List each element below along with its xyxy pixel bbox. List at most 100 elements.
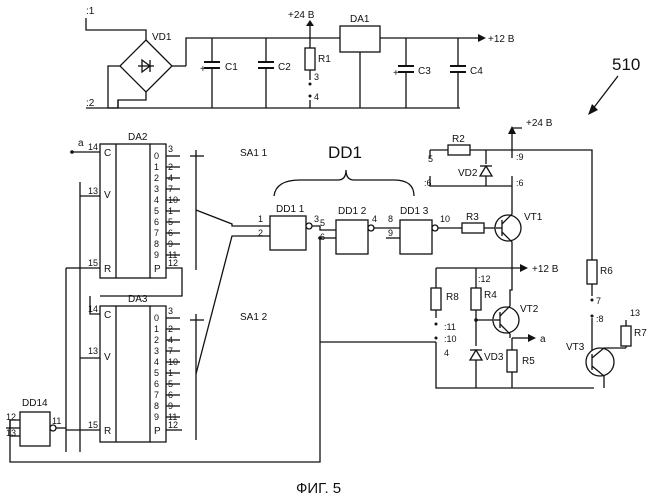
capacitor-c1: + C1 bbox=[200, 38, 238, 108]
output-stage-vt1: +24 В R2 5 :6 VD2 :9 :6 R3 VT1 bbox=[424, 118, 592, 268]
capacitor-c2: C2 bbox=[258, 38, 291, 108]
da3-output-labels: 012345678924710156911 bbox=[154, 313, 180, 422]
da3-outpin-1: 4 bbox=[168, 335, 173, 345]
figure-caption: ФИГ. 5 bbox=[296, 480, 341, 497]
svg-text:7: 7 bbox=[596, 296, 601, 306]
c1-label: C1 bbox=[225, 62, 238, 73]
da3-output-9: 9 bbox=[154, 412, 159, 422]
da2-output-labels: 012345678924710156911 bbox=[154, 151, 180, 260]
da3-output-2: 2 bbox=[154, 335, 159, 345]
da2-output-0: 0 bbox=[154, 151, 159, 161]
da2-output-8: 8 bbox=[154, 239, 159, 249]
da3-outpin-0: 2 bbox=[168, 324, 173, 334]
svg-text:15: 15 bbox=[88, 258, 98, 268]
svg-text:2: 2 bbox=[258, 228, 263, 238]
input-terminal-1: :1 bbox=[86, 6, 95, 17]
da3-output-3: 3 bbox=[154, 346, 159, 356]
svg-text:11: 11 bbox=[52, 416, 61, 426]
svg-text:5: 5 bbox=[320, 218, 325, 228]
output-stage-vt3: R6 7 :8 VT3 13 R7 bbox=[566, 250, 647, 388]
svg-text:13: 13 bbox=[630, 308, 640, 318]
da2-output-4: 4 bbox=[154, 195, 159, 205]
svg-text:15: 15 bbox=[88, 420, 98, 430]
r5-label: R5 bbox=[522, 356, 535, 367]
svg-text::10: :10 bbox=[444, 334, 457, 344]
da2-output-5: 5 bbox=[154, 206, 159, 216]
da2-outpin-5: 5 bbox=[168, 217, 173, 227]
switch-sa1: SA1 1 SA1 2 bbox=[190, 148, 270, 440]
plus12-label: +12 В bbox=[488, 34, 515, 45]
c2-label: C2 bbox=[278, 62, 291, 73]
resistor-r1: R1 3 4 +24 В bbox=[288, 10, 331, 108]
vd1-label: VD1 bbox=[152, 32, 172, 43]
da3-outpin-7: 9 bbox=[168, 401, 173, 411]
capacitor-c3: + C3 bbox=[393, 38, 431, 108]
da2-outpin-0: 2 bbox=[168, 162, 173, 172]
svg-text:14: 14 bbox=[88, 142, 98, 152]
svg-text:+: + bbox=[200, 64, 206, 75]
r7-label: R7 bbox=[634, 328, 647, 339]
logic-dd14: DD14 12 13 11 bbox=[6, 398, 66, 446]
svg-text:+: + bbox=[393, 68, 399, 79]
r1-label: R1 bbox=[318, 54, 331, 65]
svg-text:V: V bbox=[104, 352, 111, 363]
da2-outpin-1: 4 bbox=[168, 173, 173, 183]
r4-label: R4 bbox=[484, 290, 497, 301]
vt3-label: VT3 bbox=[566, 342, 585, 353]
sa11-label: SA1 1 bbox=[240, 148, 268, 159]
svg-text:P: P bbox=[154, 426, 161, 437]
da3-outpin-2: 7 bbox=[168, 346, 173, 356]
capacitor-c4: C4 bbox=[450, 38, 483, 108]
plus12-right-label: +12 В bbox=[532, 264, 559, 275]
da2-output-9: 9 bbox=[154, 250, 159, 260]
dd11-label: DD1 1 bbox=[276, 204, 305, 215]
da3-output-7: 7 bbox=[154, 390, 159, 400]
da3-output-4: 4 bbox=[154, 357, 159, 367]
da2-output-6: 6 bbox=[154, 217, 159, 227]
da3-outpin-3: 10 bbox=[168, 357, 178, 367]
plus24-label: +24 В bbox=[288, 10, 315, 21]
da3-output-1: 1 bbox=[154, 324, 159, 334]
svg-text:9: 9 bbox=[388, 228, 393, 238]
svg-text::11: :11 bbox=[444, 322, 456, 332]
r1-pin-3: 3 bbox=[314, 72, 319, 82]
sa12-label: SA1 2 bbox=[240, 312, 268, 323]
output-stage-vt2: +12 В :12 R8 :11 :10 4 R4 VT2 a bbox=[320, 264, 594, 388]
diode-bridge-vd1: VD1 bbox=[120, 32, 186, 92]
dd12-label: DD1 2 bbox=[338, 206, 367, 217]
svg-text:10: 10 bbox=[440, 214, 450, 224]
r3-label: R3 bbox=[466, 212, 479, 223]
da2-outpin-7: 9 bbox=[168, 239, 173, 249]
da2-output-1: 1 bbox=[154, 162, 159, 172]
da3-outpin-4: 1 bbox=[168, 368, 173, 378]
vt1-label: VT1 bbox=[524, 212, 543, 223]
svg-text:C: C bbox=[104, 148, 111, 159]
figure-reference: 510 bbox=[588, 55, 640, 115]
da3-label: DA3 bbox=[128, 294, 148, 305]
svg-text:R: R bbox=[104, 426, 111, 437]
output-a-label: a bbox=[540, 334, 546, 345]
svg-text:12: 12 bbox=[168, 258, 178, 268]
da2-outpin-4: 1 bbox=[168, 206, 173, 216]
svg-text:3: 3 bbox=[168, 306, 173, 316]
c4-label: C4 bbox=[470, 66, 483, 77]
svg-text::9: :9 bbox=[516, 152, 524, 162]
da2-label: DA2 bbox=[128, 132, 148, 143]
vd3-label: VD3 bbox=[484, 352, 504, 363]
svg-text:12: 12 bbox=[6, 412, 16, 422]
svg-text:3: 3 bbox=[168, 144, 173, 154]
svg-text:12: 12 bbox=[168, 420, 178, 430]
svg-text:V: V bbox=[104, 190, 111, 201]
figure-ref-number: 510 bbox=[612, 55, 640, 74]
svg-text:4: 4 bbox=[444, 348, 449, 358]
input-a-label: a bbox=[78, 138, 84, 149]
da2-outpin-3: 10 bbox=[168, 195, 178, 205]
r2-label: R2 bbox=[452, 134, 465, 145]
da2-outpin-2: 7 bbox=[168, 184, 173, 194]
da2-outpin-6: 6 bbox=[168, 228, 173, 238]
vt2-label: VT2 bbox=[520, 304, 539, 315]
da2-output-3: 3 bbox=[154, 184, 159, 194]
regulator-da1: DA1 +12 В bbox=[340, 14, 515, 108]
da2-output-2: 2 bbox=[154, 173, 159, 183]
svg-text:P: P bbox=[154, 264, 161, 275]
